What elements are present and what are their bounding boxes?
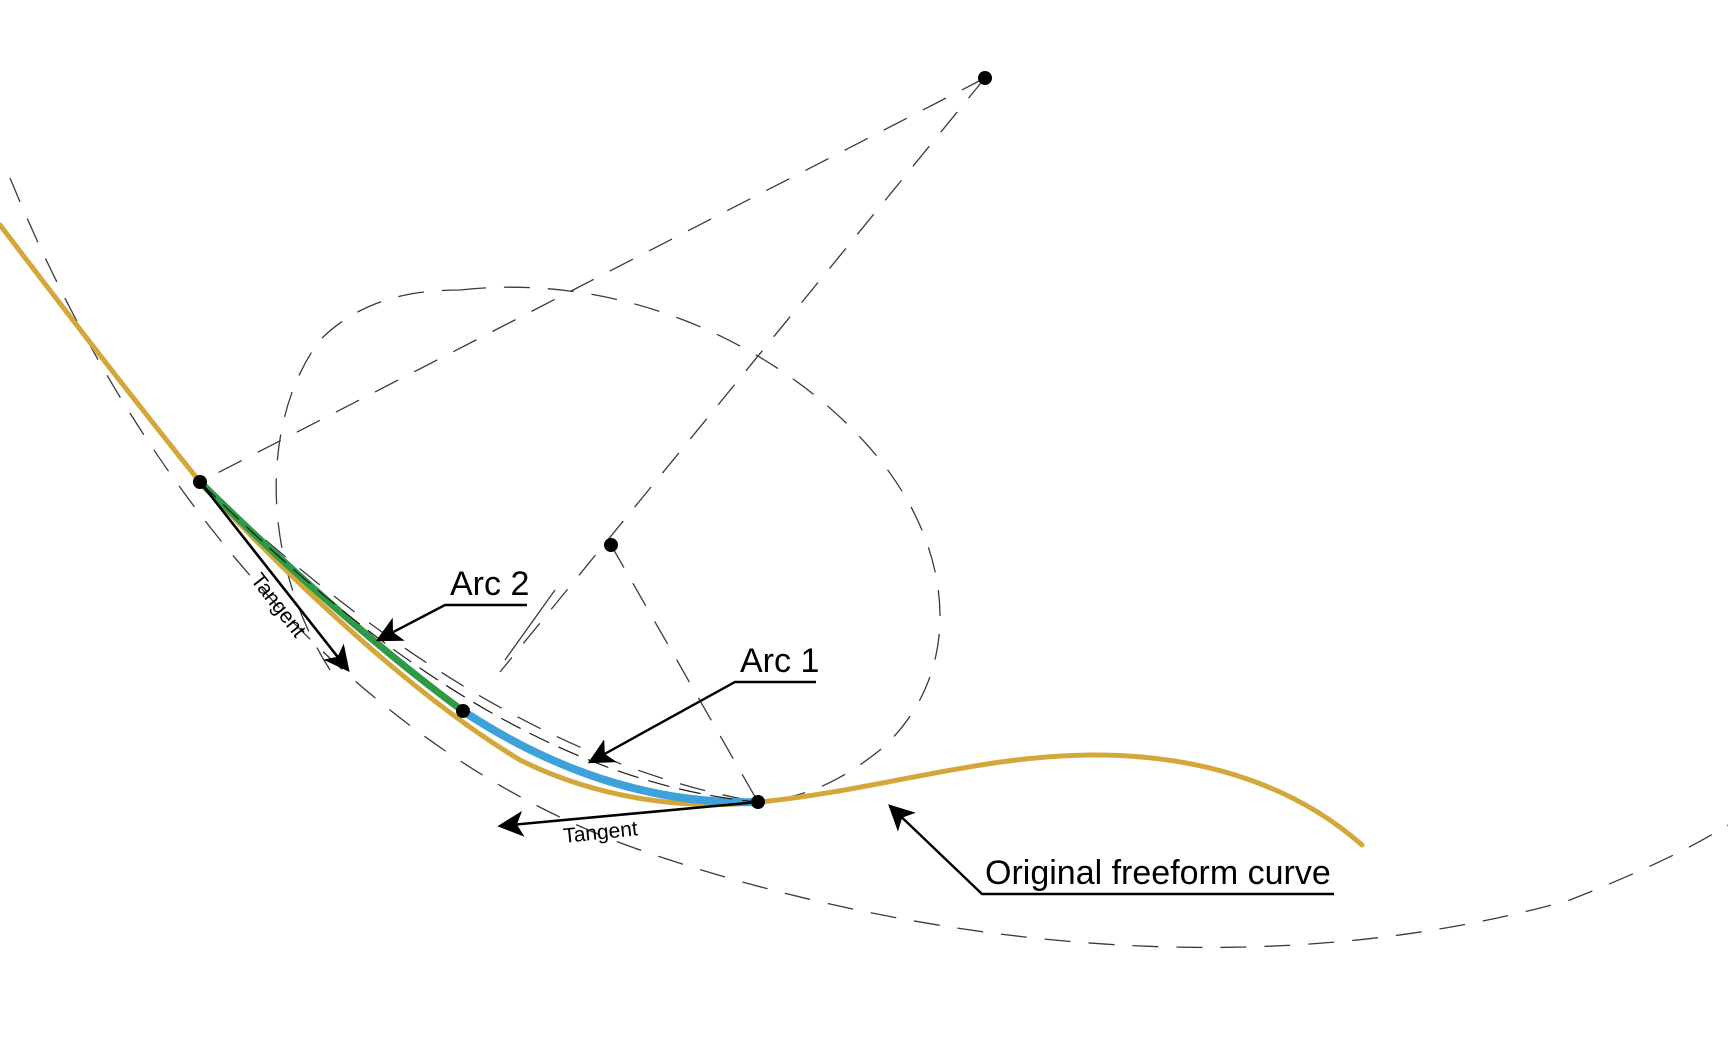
leader-arc-2 (375, 603, 527, 642)
point-start (193, 475, 207, 489)
construction-line-center-to-end (610, 544, 759, 803)
construction-line-top-to-start (199, 77, 986, 483)
construction-circle-arc2 (9, 177, 1728, 949)
label-tangent-end: Tangent (562, 817, 639, 848)
leader-original-curve (888, 804, 1334, 896)
point-junction (456, 704, 470, 718)
label-arc-2: Arc 2 (450, 565, 529, 603)
tangent-arrow-end (497, 800, 759, 837)
point-end (751, 795, 765, 809)
tangent-arrow-start (198, 481, 350, 673)
label-arc-1: Arc 1 (740, 642, 819, 680)
construction-chord (199, 481, 759, 803)
construction-line-center-to-start (199, 481, 612, 546)
construction-hatch (504, 589, 556, 661)
point-center-arc2 (978, 71, 992, 85)
leader-arc-1 (587, 680, 816, 764)
construction-line-top-to-junction (499, 77, 986, 673)
label-original-curve: Original freeform curve (985, 854, 1331, 892)
original-freeform-curve (0, 222, 1365, 848)
point-center-arc1 (604, 538, 618, 552)
arc-1 (459, 707, 762, 807)
arc-2 (196, 478, 467, 715)
construction-circle-arc1 (275, 286, 941, 801)
arc-guide-line (199, 481, 759, 803)
